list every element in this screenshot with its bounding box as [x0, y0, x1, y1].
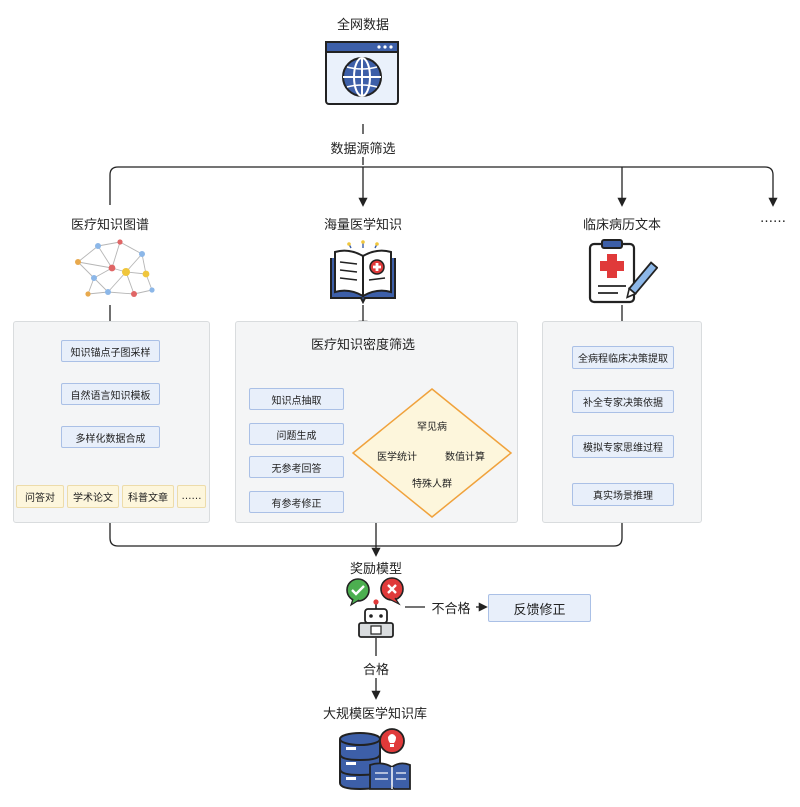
fail-label: 不合格: [431, 602, 471, 617]
diamond-special-population: 特殊人群: [412, 479, 452, 490]
branch-title-emr: 临床病历文本: [582, 218, 661, 233]
feedback-correction-box: 反馈修正: [488, 594, 591, 622]
globe-browser-icon: [324, 40, 400, 110]
branch-title-literature: 海量医学知识: [323, 218, 402, 233]
emr-step-1: 全病程临床决策提取: [572, 346, 674, 369]
kg-step-3: 多样化数据合成: [61, 426, 160, 448]
emr-step-3: 模拟专家思维过程: [572, 435, 674, 458]
kg-step-2: 自然语言知识模板: [61, 383, 160, 405]
reward-model-title: 奖励模型: [349, 562, 402, 577]
source-filter-label: 数据源筛选: [330, 142, 396, 157]
emr-step-4: 真实场景推理: [572, 483, 674, 506]
database-book-icon: [336, 725, 414, 797]
kg-output-qa: 问答对: [16, 485, 64, 508]
lit-step-1: 知识点抽取: [249, 388, 344, 410]
branch-title-kg: 医疗知识图谱: [70, 218, 149, 233]
pass-label: 合格: [362, 663, 389, 678]
kg-step-1: 知识锚点子图采样: [61, 340, 160, 362]
diamond-medical-statistics: 医学统计: [377, 452, 417, 463]
kg-output-paper: 学术论文: [67, 485, 119, 508]
emr-step-2: 补全专家决策依据: [572, 390, 674, 413]
knowledge-graph-icon: [68, 234, 158, 308]
lit-step-2: 问题生成: [249, 423, 344, 445]
source-title: 全网数据: [336, 18, 389, 33]
diamond-rare-disease: 罕见病: [417, 422, 447, 433]
lit-step-4: 有参考修正: [249, 491, 344, 513]
knowledge-diamond: [351, 388, 513, 518]
knowledge-base-title: 大规模医学知识库: [322, 707, 427, 722]
kg-output-more: ……: [177, 485, 206, 508]
open-book-icon: [327, 240, 399, 308]
density-filter-label: 医疗知识密度筛选: [310, 338, 415, 353]
diamond-numeric-calc: 数值计算: [445, 452, 485, 463]
more-branches-ellipsis: ……: [760, 211, 786, 226]
robot-judge-icon: [343, 577, 409, 643]
kg-output-article: 科普文章: [122, 485, 174, 508]
lit-step-3: 无参考回答: [249, 456, 344, 478]
medical-clipboard-icon: [586, 238, 659, 310]
